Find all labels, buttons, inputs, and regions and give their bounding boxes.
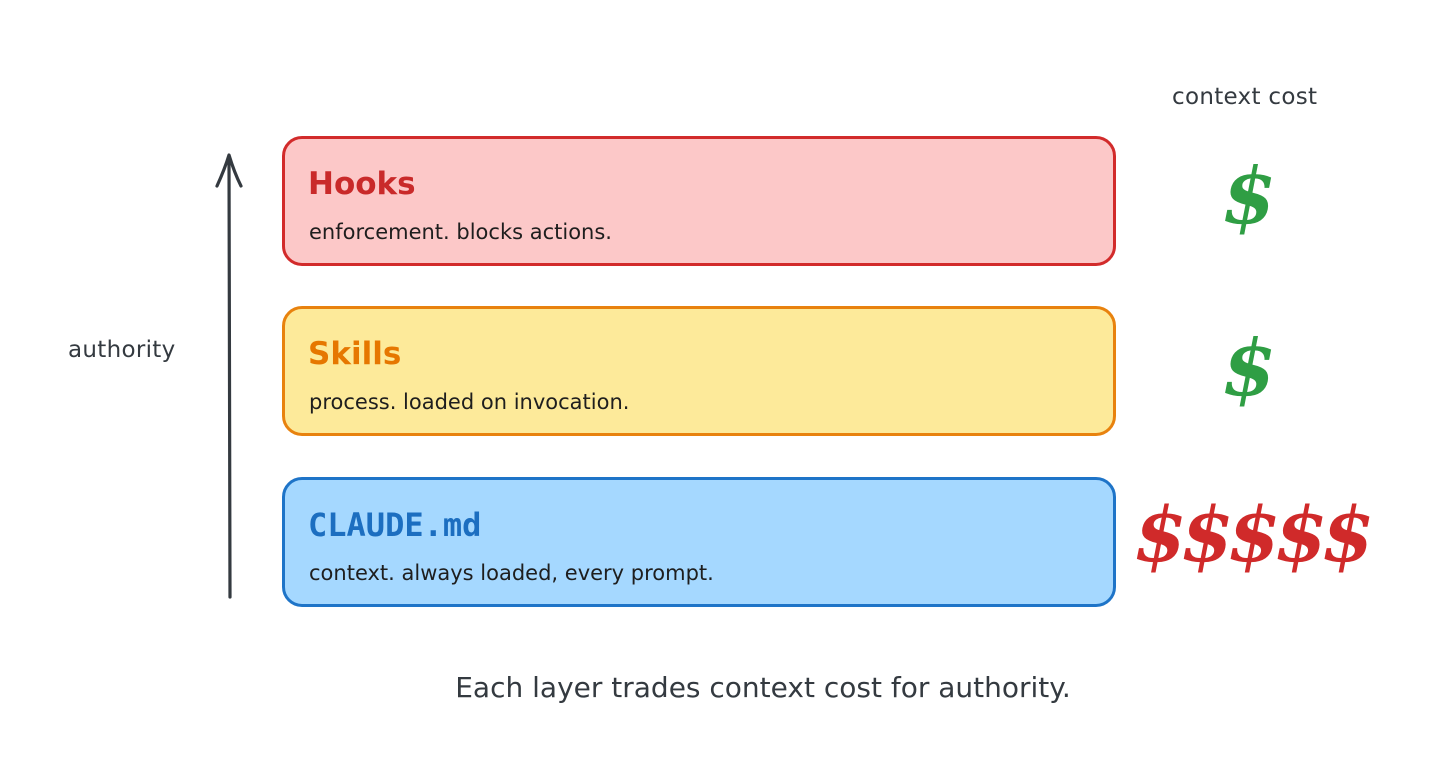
layer-hooks-title: Hooks [308, 166, 416, 202]
layer-claude-md-description: context. always loaded, every prompt. [309, 561, 714, 585]
layer-skills-description: process. loaded on invocation. [309, 390, 630, 414]
footer-caption: Each layer trades context cost for autho… [455, 671, 1071, 704]
layer-skills-title: Skills [308, 336, 402, 372]
layer-hooks-description: enforcement. blocks actions. [309, 220, 612, 244]
authority-arrow-head [215, 153, 243, 188]
authority-arrow-shaft [227, 155, 232, 599]
layer-hooks: Hooks enforcement. blocks actions. [282, 136, 1116, 266]
layer-claude-md: CLAUDE.md context. always loaded, every … [282, 477, 1116, 607]
layer-hooks-cost: $ [1221, 151, 1277, 242]
layer-skills-cost: $ [1221, 323, 1277, 414]
layer-claude-md-title: CLAUDE.md [308, 506, 482, 544]
authority-axis-label: authority [68, 337, 176, 363]
authority-arrow [215, 153, 243, 599]
context-cost-header: context cost [1172, 84, 1318, 110]
layer-claude-md-cost: $$$$$ [1133, 490, 1374, 579]
layer-skills: Skills process. loaded on invocation. [282, 306, 1116, 436]
